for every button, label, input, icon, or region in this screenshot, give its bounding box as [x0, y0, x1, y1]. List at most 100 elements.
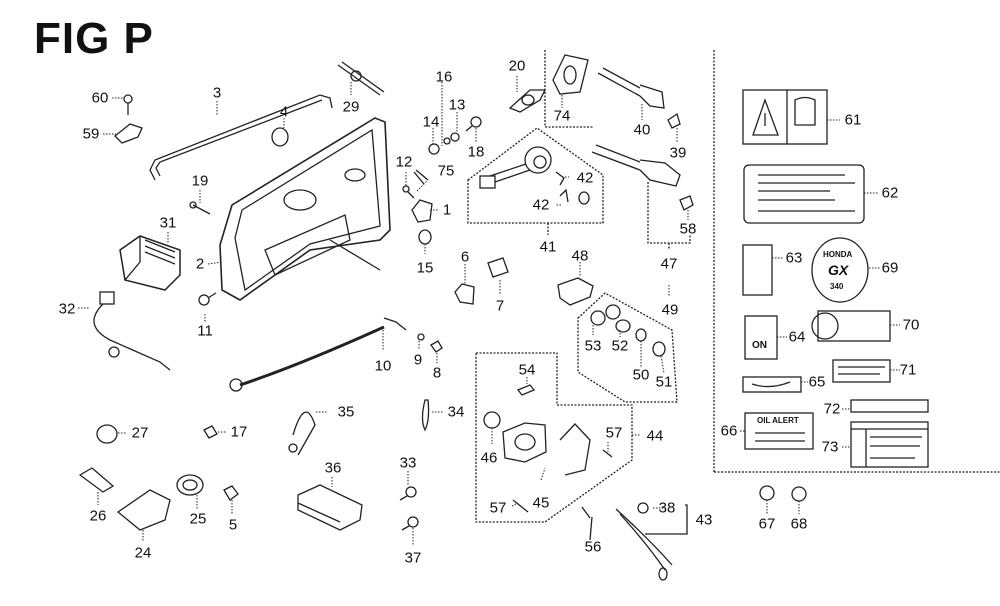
part-label: 13: [448, 96, 466, 114]
part-label: 8: [432, 364, 442, 382]
honda-brand-text: HONDA: [823, 250, 853, 259]
part-outlet-housing: [502, 422, 547, 463]
part-label: 51: [655, 373, 673, 391]
part-label: 68: [790, 515, 808, 533]
part-cable-35: [288, 411, 316, 456]
part-label: 61: [844, 111, 862, 129]
part-knob-14: [428, 143, 440, 155]
part-wiring-45: [559, 423, 591, 476]
part-cap-46: [483, 411, 501, 429]
part-nut-17: [203, 425, 218, 439]
part-label: 27: [131, 424, 149, 442]
part-label: 25: [189, 510, 207, 528]
part-label: 60: [91, 89, 109, 107]
part-bolt-37: [401, 516, 419, 531]
part-cap-68: [791, 486, 807, 502]
part-harness-32: [93, 291, 171, 371]
part-label: 65: [808, 373, 826, 391]
part-bracket-26: [78, 467, 115, 493]
part-block-7: [487, 257, 509, 278]
bracket-group-47: [647, 182, 691, 250]
part-label: 39: [669, 144, 687, 162]
part-label: 54: [518, 361, 536, 379]
part-cable-43: [615, 508, 673, 581]
part-label: 16: [435, 68, 453, 86]
part-regulator-31: [119, 235, 181, 291]
part-label: 4: [279, 103, 289, 121]
part-label: 38: [658, 499, 676, 517]
part-cover-24: [116, 489, 171, 531]
part-label: 35: [337, 403, 355, 421]
part-gasket-20: [508, 89, 547, 113]
part-screw-9: [417, 333, 425, 341]
part-bolt-33: [399, 486, 417, 501]
part-cable-29: [337, 61, 385, 96]
part-label: 6: [460, 248, 470, 266]
part-label: 31: [159, 214, 177, 232]
part-label: 57: [605, 424, 623, 442]
part-label: 37: [404, 549, 422, 567]
part-grommet-4: [271, 127, 289, 147]
part-nut-38: [637, 502, 649, 514]
part-label: 46: [480, 449, 498, 467]
part-label: 32: [58, 300, 76, 318]
part-label: 15: [416, 259, 434, 277]
part-breaker-53: [590, 304, 621, 326]
part-screw-12: [402, 185, 415, 199]
part-label: 14: [422, 113, 440, 131]
part-handle-bar: [149, 94, 333, 181]
part-bracket-59: [114, 123, 143, 144]
part-label: 11: [197, 322, 213, 340]
part-cap-15: [418, 229, 432, 245]
part-label: 40: [633, 121, 651, 139]
part-bolt-19: [189, 201, 211, 215]
part-label: 19: [191, 172, 209, 190]
part-nut-50: [635, 328, 647, 342]
part-label: 71: [899, 361, 917, 379]
sticker-choke-63: [742, 244, 773, 296]
part-spring-52: [615, 319, 631, 333]
part-screw-57b: [512, 499, 529, 513]
part-label: 62: [881, 184, 899, 202]
part-washer-13: [443, 132, 460, 145]
part-label: 44: [646, 427, 664, 445]
part-label: 29: [342, 98, 360, 116]
part-cover-74: [552, 54, 589, 95]
bracket-group-43: [645, 504, 688, 535]
bracket-group-49: [577, 292, 678, 403]
part-control-panel: [219, 117, 391, 301]
part-label: 10: [374, 357, 392, 375]
bracket-group-44: [475, 352, 633, 523]
part-label: 7: [495, 297, 505, 315]
part-label: 3: [212, 84, 222, 102]
part-label: 18: [467, 143, 485, 161]
part-battery-36: [297, 484, 363, 531]
part-cable-40: [597, 67, 665, 109]
part-bolt-11: [198, 292, 217, 306]
part-cap-51: [652, 341, 666, 357]
sticker-panel-border: [713, 50, 1000, 473]
part-ignition-switch: [479, 146, 552, 189]
part-screw-60: [123, 94, 133, 115]
part-label: 57: [489, 499, 507, 517]
part-label: 66: [720, 422, 738, 440]
part-spring-75: [413, 169, 429, 185]
part-label: 69: [881, 259, 899, 277]
part-clip-42a: [555, 171, 565, 186]
part-grommet-25: [176, 474, 204, 496]
part-clip-54: [516, 384, 536, 396]
part-label: 75: [437, 162, 455, 180]
part-label: 63: [785, 249, 803, 267]
part-screw-56: [581, 506, 593, 541]
leader-lines: [78, 76, 900, 545]
sticker-73: [850, 421, 929, 468]
part-clip-42b: [559, 188, 569, 203]
part-label: 58: [679, 220, 697, 238]
part-label: 72: [823, 400, 841, 418]
part-clip-58: [679, 195, 694, 211]
part-label: 67: [758, 515, 776, 533]
sticker-71: [832, 359, 891, 383]
part-label: 17: [230, 423, 248, 441]
part-label: 33: [399, 454, 417, 472]
